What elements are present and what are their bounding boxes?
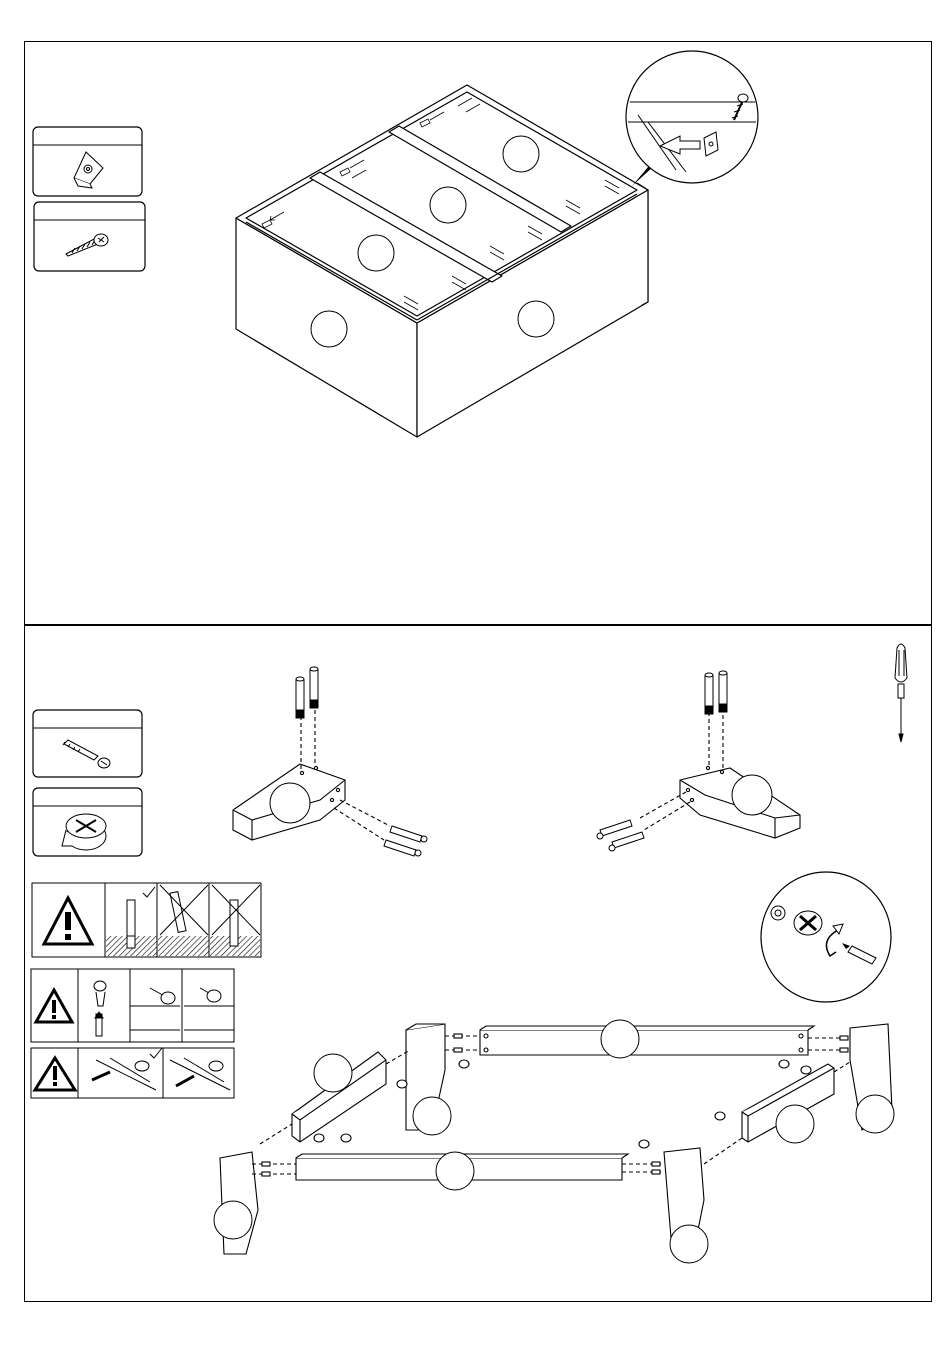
callout-circle: [601, 1020, 639, 1058]
callout-circle: [314, 1054, 352, 1092]
callout-circle: [270, 783, 310, 823]
callout-circle: [518, 301, 554, 337]
part-box-corner-bracket: [33, 127, 142, 196]
cam-lock-turn-detail: [761, 872, 891, 1002]
warning-panel-3: [31, 1048, 234, 1098]
callout-circle: [732, 775, 772, 815]
callout-circle: [311, 311, 347, 347]
warning-panel-1: [32, 883, 261, 957]
callout-circle: [503, 136, 539, 172]
part-box-cam-bolt: [33, 710, 142, 777]
callout-circle: [358, 235, 394, 271]
callout-circle: [214, 1201, 252, 1239]
callout-circle: [856, 1095, 894, 1133]
foot-left: [233, 710, 390, 840]
step-upper: [33, 51, 758, 437]
callout-circle: [670, 1225, 708, 1263]
callout-circle: [436, 1152, 474, 1190]
cabinet-carcass: [236, 85, 648, 437]
part-box-cam-lock: [33, 788, 142, 856]
screwdriver-icon: [895, 644, 907, 742]
callout-circle: [776, 1105, 814, 1143]
step-lower: [31, 644, 907, 1263]
cam-bolt-icon: [296, 667, 427, 856]
callout-circle: [413, 1097, 451, 1135]
foot-right: [640, 708, 800, 838]
callout-circle: [430, 187, 466, 223]
part-box-wood-screw: [34, 202, 145, 271]
cam-bolt-icon: [597, 671, 727, 851]
bracket-screw-detail: [626, 51, 758, 186]
cam-lock-icon: [62, 814, 106, 850]
warning-panel-2: [31, 969, 234, 1042]
